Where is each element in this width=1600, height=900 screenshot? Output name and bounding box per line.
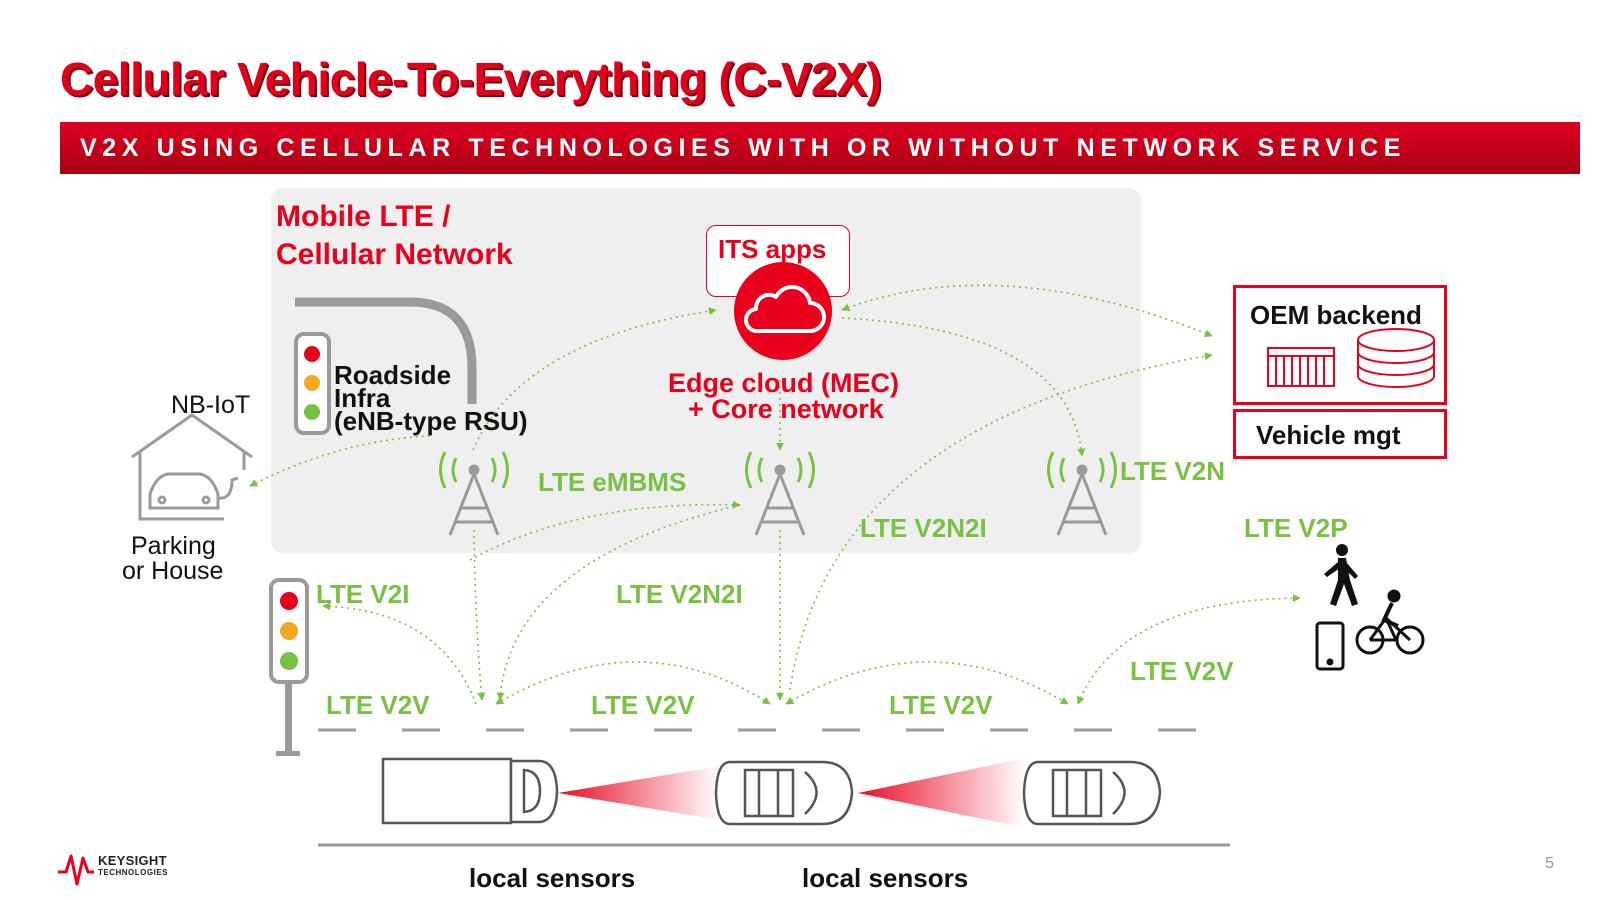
link-label-v2v-1: LTE V2V: [326, 690, 430, 720]
arc-tower1-down: [473, 529, 486, 701]
rsu-label-line2: Infra: [334, 383, 391, 413]
local-sensors-label-2: local sensors: [802, 863, 969, 893]
traffic-light-icon: [269, 578, 309, 756]
page-number: 5: [1545, 855, 1554, 872]
nbiot-label: NB-IoT: [171, 391, 251, 419]
arc-embms: [469, 500, 741, 561]
cell-tower-v2n: [1047, 451, 1117, 536]
house-label-line1: Parking: [131, 532, 216, 560]
sensor-beam-truck: [558, 766, 720, 820]
rsu-label-line1: Roadside: [334, 360, 452, 390]
network-title-line1: Mobile LTE /: [276, 200, 451, 233]
arc-v2v-1: [495, 661, 771, 705]
sensor-beam-car: [858, 758, 1026, 828]
arc-tower2-down: [496, 504, 741, 701]
car-icon-2: [1022, 760, 1162, 826]
keysight-logo-icon: [58, 854, 94, 886]
link-arcs: [249, 284, 1301, 705]
arc-v2n2i-upper: [789, 352, 1213, 691]
vehicle-mgt-box: [1233, 409, 1447, 459]
house-icon: [131, 413, 253, 521]
arc-cloud-to-v2n-tower: [841, 317, 1086, 457]
truck-icon: [381, 757, 559, 825]
database-icon: [1357, 328, 1435, 388]
oem-backend-label: OEM backend: [1250, 300, 1422, 330]
local-sensors-label-1: local sensors: [469, 863, 636, 893]
link-label-v2v-2: LTE V2V: [591, 690, 695, 720]
cloud-icon: [734, 262, 832, 360]
arc-rsu-to-cloud: [472, 307, 717, 451]
logo-text-line1: KEYSIGHT: [98, 853, 167, 868]
arc-v2i: [322, 602, 477, 705]
arc-cloud-to-oem: [841, 284, 1213, 338]
cell-tower-icons: [439, 451, 1117, 536]
arc-v2v-2: [785, 661, 1069, 705]
link-label-v2n2i-upper: LTE V2N2I: [860, 513, 987, 543]
bicycle-icon: [1355, 589, 1425, 655]
rsu-traffic-light-icon: [294, 297, 477, 435]
edge-cloud-line2: + Core network: [688, 394, 884, 424]
slide-title: Cellular Vehicle-To-Everything (C-V2X): [60, 53, 882, 105]
oem-backend-box: [1233, 285, 1447, 405]
vehicle-mgt-label: Vehicle mgt: [1256, 420, 1401, 450]
link-label-v2v-3: LTE V2V: [889, 690, 993, 720]
its-apps-label: ITS apps: [718, 234, 827, 264]
house-label-line2: or House: [122, 557, 224, 585]
link-label-v2n2i-lower: LTE V2N2I: [616, 579, 743, 609]
link-label-v2p: LTE V2P: [1244, 513, 1348, 543]
logo-text-line2: TECHNOLOGIES: [98, 868, 169, 877]
phone-icon: [1315, 621, 1345, 671]
pedestrian-icon: [1324, 544, 1358, 606]
cell-tower-rsu: [439, 451, 509, 536]
server-rack-icon: [1267, 347, 1335, 387]
subtitle-banner: V2X USING CELLULAR TECHNOLOGIES WITH OR …: [60, 122, 1580, 174]
edge-cloud-line1: Edge cloud (MEC): [668, 368, 899, 398]
car-icon-1: [714, 760, 854, 826]
network-title-line2: Cellular Network: [276, 238, 513, 271]
arc-house-link: [249, 435, 431, 487]
link-label-embms: LTE eMBMS: [538, 467, 687, 497]
link-label-v2n: LTE V2N: [1120, 456, 1225, 486]
cell-tower-center: [745, 451, 815, 536]
subtitle-text: V2X USING CELLULAR TECHNOLOGIES WITH OR …: [80, 134, 1406, 162]
link-label-v2i: LTE V2I: [316, 579, 410, 609]
arc-v2v-3: [1076, 594, 1301, 705]
